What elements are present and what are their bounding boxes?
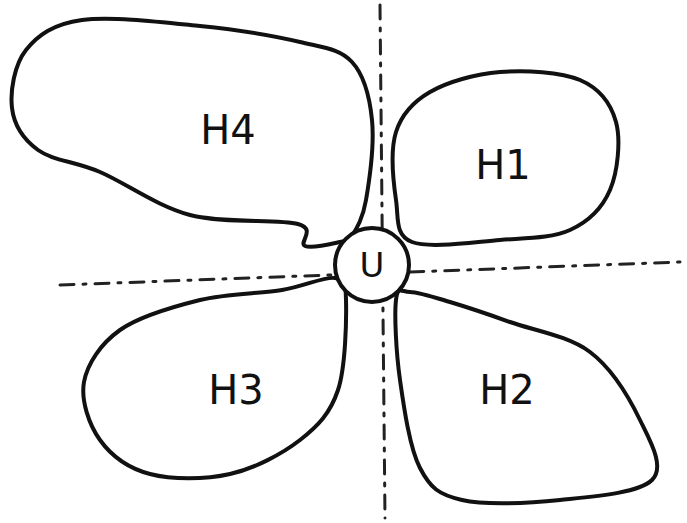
region-label: H3 [208,370,264,410]
petal-path [83,278,346,478]
region-label: H2 [479,370,535,410]
petal-region: H1 [388,62,624,247]
hub-label: U [360,248,385,282]
petal-region: H3 [78,268,353,483]
petal-region: H2 [388,282,663,508]
region-label: H1 [475,145,531,185]
petal-outline [5,12,385,257]
region-label: H4 [200,110,256,150]
petal-path [393,71,619,245]
hub-circle: U [333,226,411,304]
petal-region: H4 [5,12,385,257]
petal-path [395,290,657,503]
petal-path [12,19,373,247]
